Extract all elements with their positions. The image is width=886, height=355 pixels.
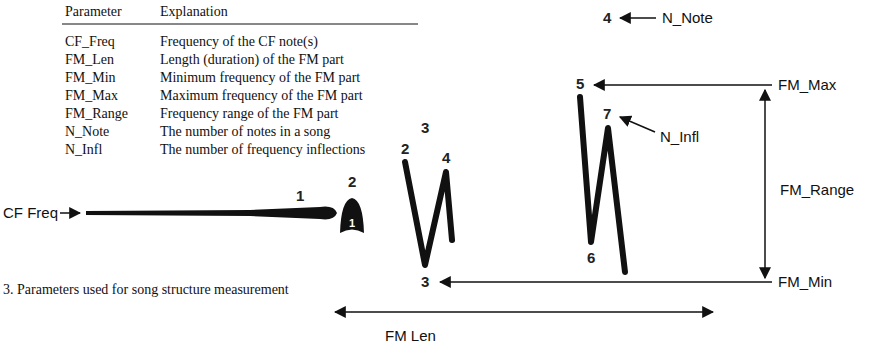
parameter-name: FM_Len [65,52,114,68]
parameter-name: FM_Min [65,70,116,86]
table-header: Explanation [160,4,228,20]
parameter-name: N_Note [65,124,109,140]
parameter-label: N_Infl [660,128,699,145]
parameter-label: FM Len [385,327,436,344]
inflection-number: 7 [603,105,611,122]
note-number: 4 [603,9,611,26]
parameter-explanation: The number of notes in a song [160,124,330,140]
parameter-explanation: The number of frequency inflections [160,142,365,158]
parameter-label: CF Freq [3,204,58,221]
parameter-name: FM_Max [65,88,118,104]
parameter-name: N_Infl [65,142,102,158]
parameter-explanation: Minimum frequency of the FM part [160,70,360,86]
inflection-number: 3 [421,273,429,290]
parameter-name: FM_Range [65,106,128,122]
note-number: 3 [421,119,429,136]
parameter-explanation: Frequency range of the FM part [160,106,338,122]
parameter-explanation: Maximum frequency of the FM part [160,88,363,104]
parameter-explanation: Frequency of the CF note(s) [160,34,318,50]
parameter-explanation: Length (duration) of the FM part [160,52,344,68]
note-number: 1 [296,187,304,204]
inflection-number: 4 [442,149,450,166]
parameter-name: CF_Freq [65,34,115,50]
parameter-label: FM_Range [780,181,854,198]
parameter-label: FM_Min [778,273,832,290]
figure-caption: 3. Parameters used for song structure me… [3,282,289,298]
parameter-label: FM_Max [778,76,836,93]
inflection-number: 6 [587,249,595,266]
parameter-label: N_Note [662,9,713,26]
inflection-number: 1 [349,217,355,230]
inflection-number: 5 [576,75,584,92]
inflection-number: 2 [401,140,409,157]
table-header: Parameter [65,4,122,20]
note-number: 2 [348,173,356,190]
